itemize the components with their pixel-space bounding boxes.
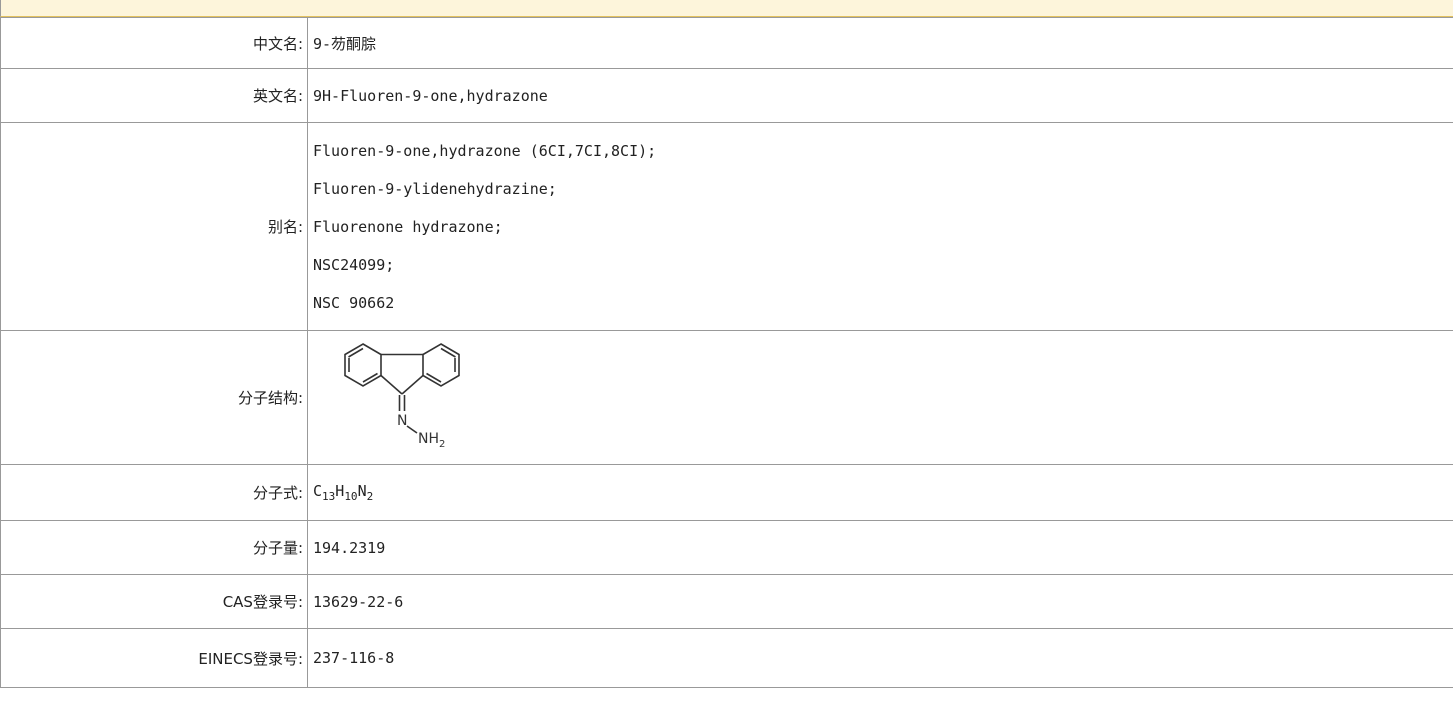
alias-item: Fluorenone hydrazone; (313, 217, 503, 236)
row-cas: CAS登录号: 13629-22-6 (0, 574, 1453, 629)
formula-element: H (335, 482, 345, 500)
header-band (0, 0, 1453, 17)
english-name-label: 英文名: (0, 68, 308, 123)
formula-subscript: 13 (322, 490, 336, 503)
row-molecular-weight: 分子量: 194.2319 (0, 520, 1453, 575)
row-chinese-name: 中文名: 9-芴酮腙 (0, 17, 1453, 69)
alias-item: NSC 90662 (313, 293, 395, 312)
row-einecs: EINECS登录号: 237-116-8 (0, 628, 1453, 688)
alias-item: Fluoren-9-ylidenehydrazine; (313, 179, 557, 198)
alias-item: NSC24099; (313, 255, 395, 274)
alias-label: 别名: (0, 122, 308, 331)
chinese-name-value: 9-芴酮腙 (307, 17, 1453, 69)
alias-values: Fluoren-9-one,hydrazone (6CI,7CI,8CI); F… (307, 122, 1453, 331)
formula-element: C (313, 482, 323, 500)
row-english-name: 英文名: 9H-Fluoren-9-one,hydrazone (0, 68, 1453, 123)
atom-nh2-label: NH2 (418, 431, 445, 450)
formula-element: N (357, 482, 367, 500)
row-alias: 别名: Fluoren-9-one,hydrazone (6CI,7CI,8CI… (0, 122, 1453, 331)
molecular-weight-value: 194.2319 (307, 520, 1453, 575)
atom-nh-text: NH (418, 431, 439, 447)
formula-subscript: 10 (344, 490, 358, 503)
formula-value: C13H10N2 (307, 464, 1453, 521)
formula-label: 分子式: (0, 464, 308, 521)
alias-item: Fluoren-9-one,hydrazone (6CI,7CI,8CI); (313, 141, 657, 160)
compound-info-table: 中文名: 9-芴酮腙 英文名: 9H-Fluoren-9-one,hydrazo… (0, 17, 1453, 688)
molecular-structure-image: N NH2 (344, 342, 460, 450)
chinese-name-label: 中文名: (0, 17, 308, 69)
atom-n-label: N (397, 413, 407, 429)
cas-label: CAS登录号: (0, 574, 308, 629)
einecs-value: 237-116-8 (307, 628, 1453, 688)
structure-label: 分子结构: (0, 330, 308, 465)
cas-value: 13629-22-6 (307, 574, 1453, 629)
english-name-value: 9H-Fluoren-9-one,hydrazone (307, 68, 1453, 123)
formula-subscript: 2 (366, 490, 374, 503)
row-structure: 分子结构: (0, 330, 1453, 465)
structure-value: N NH2 (307, 330, 1453, 465)
row-formula: 分子式: C13H10N2 (0, 464, 1453, 521)
atom-sub-text: 2 (439, 439, 445, 450)
molecular-weight-label: 分子量: (0, 520, 308, 575)
einecs-label: EINECS登录号: (0, 628, 308, 688)
